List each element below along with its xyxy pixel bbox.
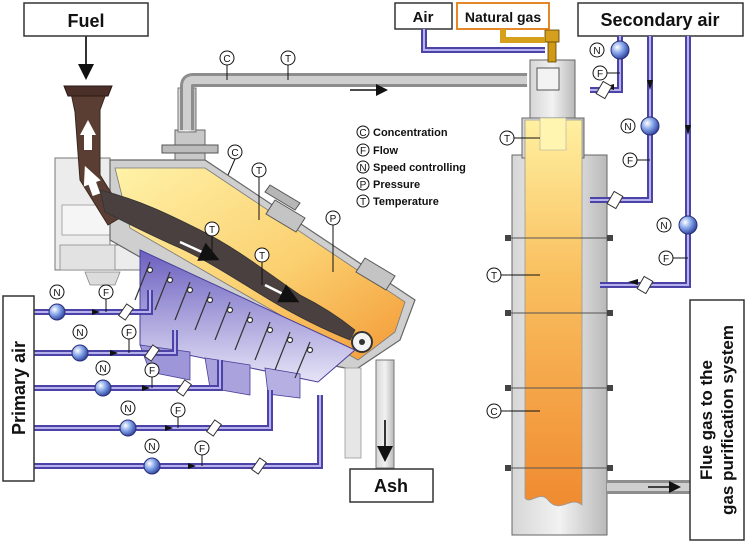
- symbol-t-kiln-1: T: [251, 162, 267, 220]
- svg-text:C: C: [223, 54, 230, 65]
- secondary-air-valves: [595, 40, 698, 295]
- legend-item-flow: F Flow: [356, 143, 398, 157]
- svg-text:P: P: [330, 214, 337, 225]
- secondary-air-label: Secondary air: [600, 10, 719, 30]
- symbol-c-duct: C: [219, 50, 235, 80]
- legend-item-speed-controlling: N Speed controlling: [356, 160, 466, 174]
- svg-text:C: C: [490, 407, 497, 418]
- primary-air-label: Primary air: [9, 341, 29, 435]
- svg-text:N: N: [359, 163, 366, 174]
- symbol-t-kiln-3: T: [254, 247, 270, 285]
- flue-duct: [180, 73, 527, 130]
- symbol-f-prim-1: F: [98, 284, 114, 312]
- flue-gas-label-box: Flue gas to the gas purification system: [689, 299, 745, 541]
- svg-text:F: F: [103, 288, 109, 299]
- svg-text:Speed controlling: Speed controlling: [373, 162, 466, 174]
- svg-text:P: P: [360, 180, 367, 191]
- svg-text:F: F: [663, 254, 669, 265]
- svg-text:T: T: [491, 271, 497, 282]
- svg-text:F: F: [126, 328, 132, 339]
- symbol-f-prim-5: F: [194, 440, 210, 466]
- symbol-n-prim-5: N: [144, 438, 160, 454]
- svg-text:T: T: [209, 225, 215, 236]
- natural-gas-label-box: Natural gas: [456, 2, 550, 30]
- symbol-c-kiln: C: [227, 144, 243, 176]
- svg-text:Concentration: Concentration: [373, 127, 448, 139]
- primary-air-pipes: [34, 290, 323, 475]
- svg-text:Pressure: Pressure: [373, 179, 420, 191]
- air-label: Air: [413, 9, 434, 26]
- svg-text:F: F: [199, 444, 205, 455]
- svg-text:T: T: [256, 166, 262, 177]
- kiln-structure: [54, 85, 416, 469]
- svg-text:F: F: [360, 146, 366, 157]
- symbol-n-prim-4: N: [120, 400, 136, 416]
- svg-text:N: N: [593, 46, 600, 57]
- symbol-f-prim-3: F: [144, 362, 160, 388]
- symbol-t-tower-1: T: [499, 130, 540, 146]
- secondary-air-label-box: Secondary air: [577, 2, 744, 37]
- measurement-symbols: C T C T P T T T T C N F N F N F N F N F …: [49, 42, 688, 466]
- svg-text:Temperature: Temperature: [373, 196, 439, 208]
- symbol-f-prim-2: F: [121, 324, 137, 353]
- svg-text:N: N: [76, 328, 83, 339]
- svg-text:T: T: [504, 134, 510, 145]
- svg-text:N: N: [53, 288, 60, 299]
- legend-item-pressure: P Pressure: [356, 177, 420, 191]
- flue-gas-label-line1: Flue gas to the: [697, 360, 716, 480]
- ash-label: Ash: [374, 476, 408, 496]
- flow-arrow-hopper-2: [83, 165, 101, 197]
- symbol-c-tower: C: [486, 403, 540, 419]
- fuel-label-box: Fuel: [23, 2, 149, 37]
- legend: C Concentration F Flow N Speed controlli…: [356, 125, 466, 208]
- symbol-n-prim-3: N: [95, 360, 111, 376]
- svg-text:C: C: [231, 148, 238, 159]
- symbol-t-tower-2: T: [486, 267, 540, 283]
- symbol-t-duct: T: [280, 50, 296, 80]
- secondary-combustion-tower: [505, 29, 690, 536]
- svg-text:F: F: [597, 69, 603, 80]
- symbol-f-sec-1: F: [592, 65, 620, 81]
- symbol-f-sec-2: F: [622, 152, 650, 168]
- natural-gas-label: Natural gas: [465, 9, 541, 25]
- symbol-f-sec-3: F: [658, 250, 688, 266]
- svg-text:N: N: [148, 442, 155, 453]
- svg-text:T: T: [259, 251, 265, 262]
- svg-text:C: C: [359, 128, 366, 139]
- fuel-label: Fuel: [67, 11, 104, 31]
- symbol-n-prim-2: N: [72, 324, 88, 340]
- symbol-n-sec-2: N: [620, 118, 636, 134]
- svg-text:N: N: [660, 221, 667, 232]
- svg-text:T: T: [285, 54, 291, 65]
- symbol-t-kiln-2: T: [204, 221, 220, 260]
- legend-item-concentration: C Concentration: [356, 125, 448, 139]
- ash-label-box: Ash: [349, 468, 434, 503]
- primary-air-label-box: Primary air: [2, 295, 35, 482]
- symbol-f-prim-4: F: [170, 402, 186, 428]
- svg-text:N: N: [124, 404, 131, 415]
- legend-item-temperature: T Temperature: [356, 194, 439, 208]
- svg-text:T: T: [360, 197, 366, 208]
- air-label-box: Air: [394, 2, 453, 30]
- symbol-p-kiln: P: [325, 210, 341, 272]
- secondary-air-arrows: [604, 80, 691, 285]
- symbol-n-prim-1: N: [49, 284, 65, 300]
- svg-text:F: F: [627, 156, 633, 167]
- svg-text:F: F: [149, 366, 155, 377]
- flue-gas-label-line2: gas purification system: [718, 325, 737, 515]
- symbol-n-sec-3: N: [656, 217, 672, 233]
- flow-arrow-hopper: [80, 120, 96, 150]
- svg-text:N: N: [99, 364, 106, 375]
- svg-text:F: F: [175, 406, 181, 417]
- svg-text:N: N: [624, 122, 631, 133]
- svg-text:Flow: Flow: [373, 145, 398, 157]
- symbol-n-sec-1: N: [589, 42, 605, 58]
